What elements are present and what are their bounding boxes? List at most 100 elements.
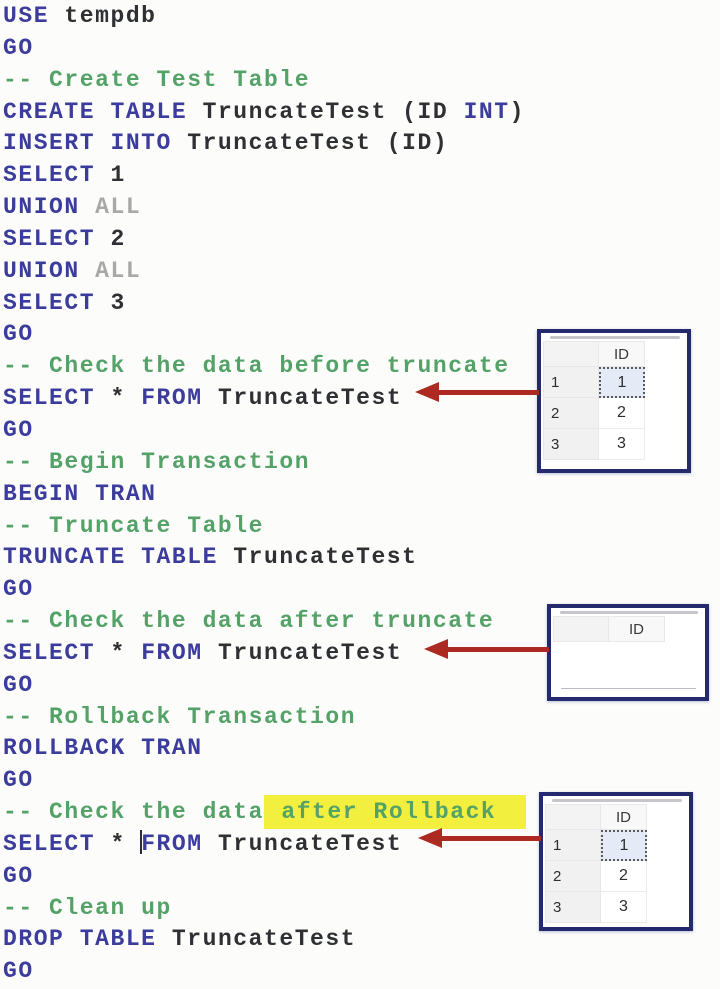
grid-row-header[interactable]: 1 <box>545 830 601 861</box>
code-token <box>80 258 95 284</box>
code-token: FROM <box>141 639 203 666</box>
code-line[interactable]: SELECT 3 <box>3 288 720 320</box>
grid-cell[interactable]: 3 <box>599 429 645 460</box>
grid-corner-cell[interactable] <box>545 804 601 830</box>
code-line[interactable]: GO <box>3 415 720 447</box>
code-token: CREATE TABLE <box>3 98 188 125</box>
arrow-shaft <box>446 647 549 652</box>
code-token: tempdb <box>49 3 157 29</box>
code-line[interactable]: UNION ALL <box>3 192 720 224</box>
grid-corner-cell[interactable] <box>543 341 599 367</box>
code-line[interactable]: -- Check the data before truncate <box>3 351 720 383</box>
code-token: -- Create Test Table <box>3 66 311 93</box>
code-token: UNION <box>3 257 80 284</box>
code-line[interactable]: TRUNCATE TABLE TruncateTest <box>3 542 720 574</box>
code-token: * <box>95 830 142 857</box>
code-token: USE <box>3 3 50 29</box>
code-token: GO <box>3 34 34 61</box>
grid-bottom-line <box>561 688 696 689</box>
code-line[interactable]: USE tempdb <box>3 1 720 33</box>
code-token: -- Clean up <box>3 894 172 921</box>
code-token: GO <box>3 321 34 348</box>
code-token: 2 <box>95 225 126 252</box>
grid-row-header[interactable]: 2 <box>543 398 599 429</box>
code-token: TruncateTest <box>202 639 403 666</box>
code-line[interactable]: GO <box>3 574 720 606</box>
code-line[interactable]: GO <box>3 861 720 893</box>
grid-cell-selected[interactable]: 1 <box>599 367 645 398</box>
code-line[interactable]: INSERT INTO TruncateTest (ID) <box>3 128 720 160</box>
arrow-head-icon <box>418 828 442 848</box>
code-line[interactable]: GO <box>3 670 720 702</box>
code-token: 3 <box>95 289 126 316</box>
code-token: TruncateTest <box>156 926 357 953</box>
grid-row-header[interactable]: 3 <box>543 429 599 460</box>
code-line[interactable]: -- Truncate Table <box>3 511 720 543</box>
code-token: GO <box>3 862 34 889</box>
grid-row-header[interactable]: 3 <box>545 892 601 923</box>
code-line[interactable]: GO <box>3 765 720 797</box>
grid-top-edge <box>560 611 698 614</box>
code-token: ALL <box>95 257 142 284</box>
code-token: -- Check the data <box>3 799 264 826</box>
code-token: TruncateTest (ID) <box>171 130 449 157</box>
grid-column-header[interactable]: ID <box>599 341 645 367</box>
code-token: SELECT <box>3 225 96 252</box>
code-line[interactable]: DROP TABLE TruncateTest <box>3 924 720 956</box>
code-token: TruncateTest <box>217 544 418 571</box>
grid-column-header[interactable]: ID <box>601 804 647 830</box>
grid-cell[interactable]: 2 <box>599 398 645 429</box>
code-line[interactable]: GO <box>3 956 720 988</box>
code-line[interactable]: -- Begin Transaction <box>3 447 720 479</box>
code-line[interactable]: BEGIN TRAN <box>3 479 720 511</box>
code-token: INSERT INTO <box>3 130 172 157</box>
code-line[interactable]: ROLLBACK TRAN <box>3 733 720 765</box>
code-token: SELECT <box>3 385 96 412</box>
code-line[interactable]: -- Clean up <box>3 893 720 925</box>
code-line[interactable]: SELECT * FROM TruncateTest <box>3 383 720 415</box>
grid-cell[interactable]: 2 <box>601 861 647 892</box>
code-token: TruncateTest (ID <box>187 98 464 125</box>
grid-cell[interactable]: 3 <box>601 892 647 923</box>
code-line[interactable]: UNION ALL <box>3 256 720 288</box>
grid-row-header[interactable]: 2 <box>545 861 601 892</box>
code-line[interactable]: SELECT * FROM TruncateTest <box>3 638 720 670</box>
code-token: -- Check the data before truncate <box>3 353 510 380</box>
code-token: ) <box>509 98 525 125</box>
grid-row-header[interactable]: 1 <box>543 367 599 398</box>
grid-corner-cell[interactable] <box>553 616 609 642</box>
code-line[interactable]: SELECT 2 <box>3 224 720 256</box>
code-token: SELECT <box>3 289 96 316</box>
code-token: -- Begin Transaction <box>3 448 311 475</box>
code-line[interactable]: -- Check the data after truncate <box>3 606 720 638</box>
code-line[interactable]: GO <box>3 33 720 65</box>
code-line[interactable]: SELECT 1 <box>3 160 720 192</box>
code-token: GO <box>3 958 34 985</box>
code-token: GO <box>3 576 34 603</box>
code-line[interactable]: SELECT * FROM TruncateTest <box>3 829 720 861</box>
code-token: INT <box>463 98 510 125</box>
code-token: * <box>95 385 142 412</box>
code-line[interactable]: -- Create Test Table <box>3 65 720 97</box>
grid-cell-selected[interactable]: 1 <box>601 830 647 861</box>
code-token: BEGIN TRAN <box>3 480 157 507</box>
code-token <box>80 194 95 220</box>
code-line[interactable]: -- Rollback Transaction <box>3 702 720 734</box>
code-token: 1 <box>95 162 126 189</box>
code-line[interactable]: GO <box>3 319 720 351</box>
grid-column-header[interactable]: ID <box>609 616 665 642</box>
code-token: GO <box>3 767 34 794</box>
text-cursor <box>140 829 143 854</box>
grid-top-edge <box>550 336 680 339</box>
arrow-head-icon <box>415 382 439 402</box>
result-grid: ID <box>547 604 709 701</box>
code-token: SELECT <box>3 162 96 189</box>
code-line[interactable]: -- Check the data after Rollback <box>3 795 720 830</box>
code-line[interactable]: CREATE TABLE TruncateTest (ID INT) <box>3 97 720 129</box>
